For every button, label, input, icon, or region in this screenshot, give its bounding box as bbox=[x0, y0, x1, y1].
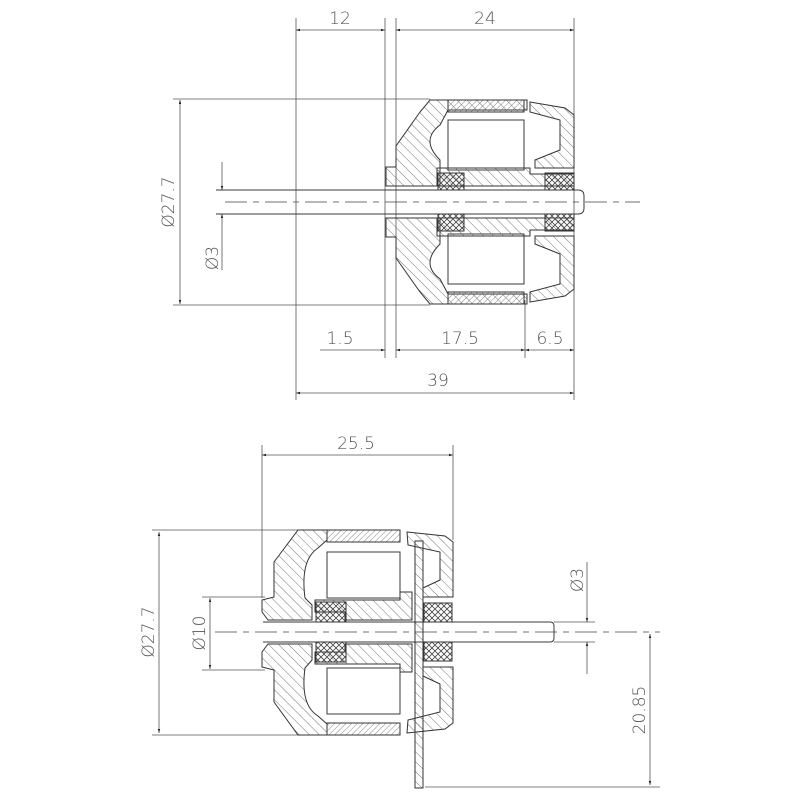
dim-hub-diameter: Ø10 bbox=[190, 615, 210, 650]
dim-25-5: 25.5 bbox=[337, 434, 375, 454]
dim-shaft-diameter: Ø3 bbox=[203, 246, 223, 270]
dim-12: 12 bbox=[329, 9, 351, 29]
dim-shaft-diameter-bottom: Ø3 bbox=[568, 568, 588, 592]
dim-24: 24 bbox=[474, 9, 496, 29]
dim-20-85: 20.85 bbox=[630, 686, 650, 735]
bottom-view: 25.5 Ø27.7 Ø10 Ø3 bbox=[139, 434, 660, 789]
dim-17-5: 17.5 bbox=[441, 329, 479, 349]
dim-outer-diameter-bottom: Ø27.7 bbox=[139, 606, 159, 657]
top-view: 12 24 Ø27.7 Ø3 1.5 bbox=[159, 9, 640, 400]
dim-39: 39 bbox=[427, 371, 449, 391]
dim-1-5: 1.5 bbox=[326, 329, 353, 349]
dim-outer-diameter: Ø27.7 bbox=[159, 176, 179, 227]
dim-6-5: 6.5 bbox=[536, 329, 563, 349]
